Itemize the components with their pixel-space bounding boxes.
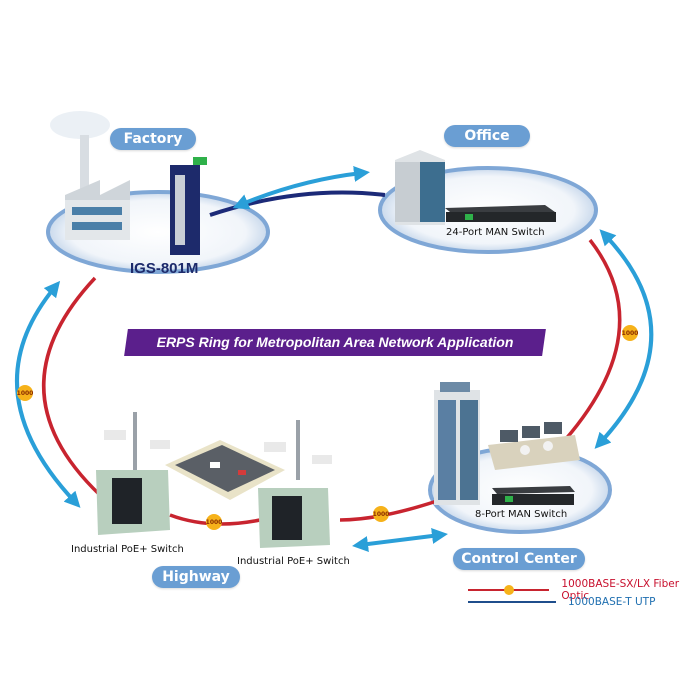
highway-road-icon xyxy=(165,440,285,500)
8-port-man-switch-icon xyxy=(492,486,575,505)
highway-label: Highway xyxy=(152,566,240,588)
factory-building-icon xyxy=(50,111,130,240)
camera-pole-left-icon xyxy=(104,412,170,472)
control-center-tower-icon xyxy=(434,382,480,505)
24-port-man-switch-label: 24-Port MAN Switch xyxy=(446,227,545,238)
diagram-title: ERPS Ring for Metropolitan Area Network … xyxy=(156,334,514,350)
svg-text:1000: 1000 xyxy=(17,390,34,397)
legend-utp-swatch xyxy=(468,601,556,603)
svg-text:1000: 1000 xyxy=(622,330,639,337)
legend-item-fiber: 1000BASE-SX/LX Fiber Optic xyxy=(468,578,699,602)
control-center-label: Control Center xyxy=(453,548,585,570)
igs-801m-label: IGS-801M xyxy=(130,260,199,277)
industrial-poe-switch-label-left: Industrial PoE+ Switch xyxy=(71,544,184,555)
24-port-man-switch-icon xyxy=(445,205,556,222)
fiber-link-highway-factory xyxy=(42,276,102,497)
badge-1000-left: 1000 xyxy=(17,385,34,401)
office-label: Office xyxy=(444,125,530,147)
legend-fiber-swatch xyxy=(468,585,550,595)
badge-1000-highway-control: 1000 xyxy=(373,506,390,522)
arrow-office-control xyxy=(594,229,654,449)
svg-text:1000: 1000 xyxy=(206,519,223,526)
fiber-link-office-control xyxy=(563,238,622,442)
legend-item-utp: 1000BASE-T UTP xyxy=(468,596,699,608)
arrow-factory-office xyxy=(232,165,370,210)
badge-1000-highway-mid: 1000 xyxy=(206,514,223,530)
fiber-link-control-highway xyxy=(339,498,441,522)
arrow-control-highway xyxy=(352,528,448,552)
badge-1000-right: 1000 xyxy=(622,325,639,341)
industrial-poe-switch-label-right: Industrial PoE+ Switch xyxy=(237,556,350,567)
operators-workstation-icon xyxy=(488,422,580,470)
legend-utp-label: 1000BASE-T UTP xyxy=(568,596,656,608)
factory-label: Factory xyxy=(110,128,196,150)
igs-801m-switch-icon xyxy=(170,157,207,255)
svg-text:1000: 1000 xyxy=(373,511,390,518)
camera-pole-right-icon xyxy=(264,420,332,480)
office-building-icon xyxy=(395,150,445,225)
diagram-title-banner: ERPS Ring for Metropolitan Area Network … xyxy=(124,329,546,356)
cabinet-left-icon xyxy=(96,470,170,535)
legend-fiber-label: 1000BASE-SX/LX Fiber Optic xyxy=(561,578,680,602)
legend: 1000BASE-SX/LX Fiber Optic 1000BASE-T UT… xyxy=(468,578,699,608)
8-port-man-switch-label: 8-Port MAN Switch xyxy=(475,509,568,520)
cabinet-right-icon xyxy=(258,488,330,548)
